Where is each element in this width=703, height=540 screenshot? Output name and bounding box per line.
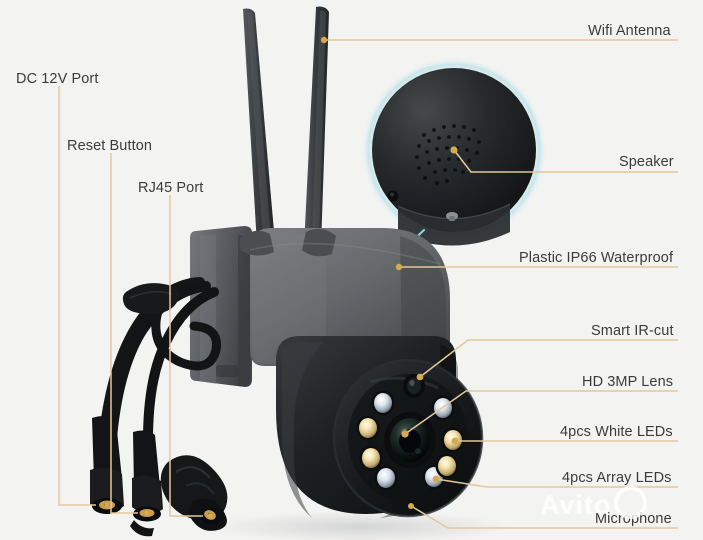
array-led-4: [435, 453, 459, 479]
wifi-antenna-right: [304, 6, 329, 250]
label-smart-ir-cut: Smart IR-cut: [591, 323, 674, 339]
cable-harness: [99, 277, 222, 445]
label-dc-12v-port: DC 12V Port: [16, 71, 99, 87]
array-led-3: [359, 445, 383, 471]
label-hd-3mp-lens: HD 3MP Lens: [582, 374, 674, 390]
leader-rj45-port: [169, 195, 203, 517]
leader-microphone: [410, 505, 678, 529]
leader-dc-12v-port: [58, 86, 96, 506]
cable-sleeve: [122, 283, 180, 314]
leader-anchor-dots: [104, 36, 459, 519]
label-microphone: Microphone: [595, 511, 672, 527]
leader-lines: [58, 39, 678, 529]
lens-faceplate: [332, 358, 484, 518]
label-4pcs-white-leds: 4pcs White LEDs: [560, 424, 673, 440]
label-speaker: Speaker: [619, 154, 674, 170]
camera-hood: [240, 228, 450, 368]
leader-speaker: [453, 149, 678, 173]
hd-3mp-lens: [384, 412, 436, 468]
label-wifi-antenna: Wifi Antenna: [588, 23, 671, 39]
leader-reset-button: [110, 153, 138, 514]
wifi-antenna-left: [243, 8, 275, 248]
reset-button-connector: [130, 430, 163, 537]
label-reset-button: Reset Button: [67, 138, 153, 154]
array-led-1: [356, 415, 380, 441]
label-rj45-port: RJ45 Port: [138, 180, 204, 196]
label-plastic-ip66-waterproof: Plastic IP66 Waterproof: [519, 250, 674, 266]
screw-icon: [446, 212, 458, 221]
leader-smart-ir-cut: [419, 339, 678, 378]
ground-shadow: [210, 511, 510, 540]
white-led-3: [374, 465, 398, 491]
label-4pcs-array-leds: 4pcs Array LEDs: [562, 470, 672, 486]
leader-hd-3mp-lens: [404, 390, 678, 435]
white-led-1: [371, 390, 395, 416]
